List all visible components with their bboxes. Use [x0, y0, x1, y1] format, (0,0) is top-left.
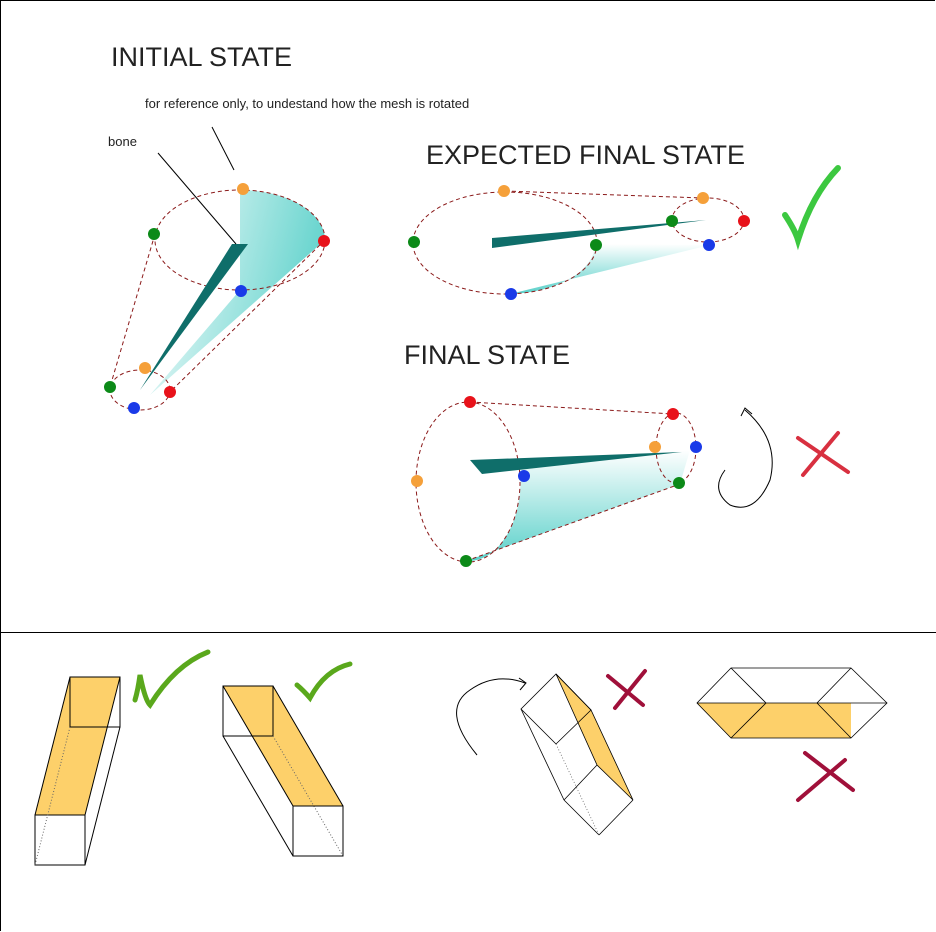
box-3-incorrect	[520, 673, 634, 836]
final-state-cone	[411, 396, 702, 567]
cross-icon	[796, 431, 850, 477]
box-1-correct	[34, 676, 121, 866]
cross-icon	[606, 669, 647, 710]
section-divider	[0, 632, 936, 633]
box-4-incorrect	[696, 667, 888, 739]
check-icon	[782, 165, 841, 251]
cross-icon	[796, 751, 855, 802]
initial-state-title: INITIAL STATE	[111, 42, 293, 72]
reference-note: for reference only, to undestand how the…	[145, 96, 470, 111]
check-icon	[294, 661, 353, 703]
box-2-correct	[222, 685, 344, 857]
bone-shape	[140, 244, 248, 390]
final-state-title: FINAL STATE	[404, 340, 571, 370]
rotation-arrow-icon	[718, 409, 773, 508]
check-icon	[132, 649, 211, 709]
expected-final-state-title: EXPECTED FINAL STATE	[426, 140, 746, 170]
initial-state-cone	[104, 126, 330, 414]
expected-final-state-cone	[408, 185, 750, 300]
bone-label: bone	[108, 134, 137, 149]
rotation-arrow-icon	[456, 678, 526, 756]
